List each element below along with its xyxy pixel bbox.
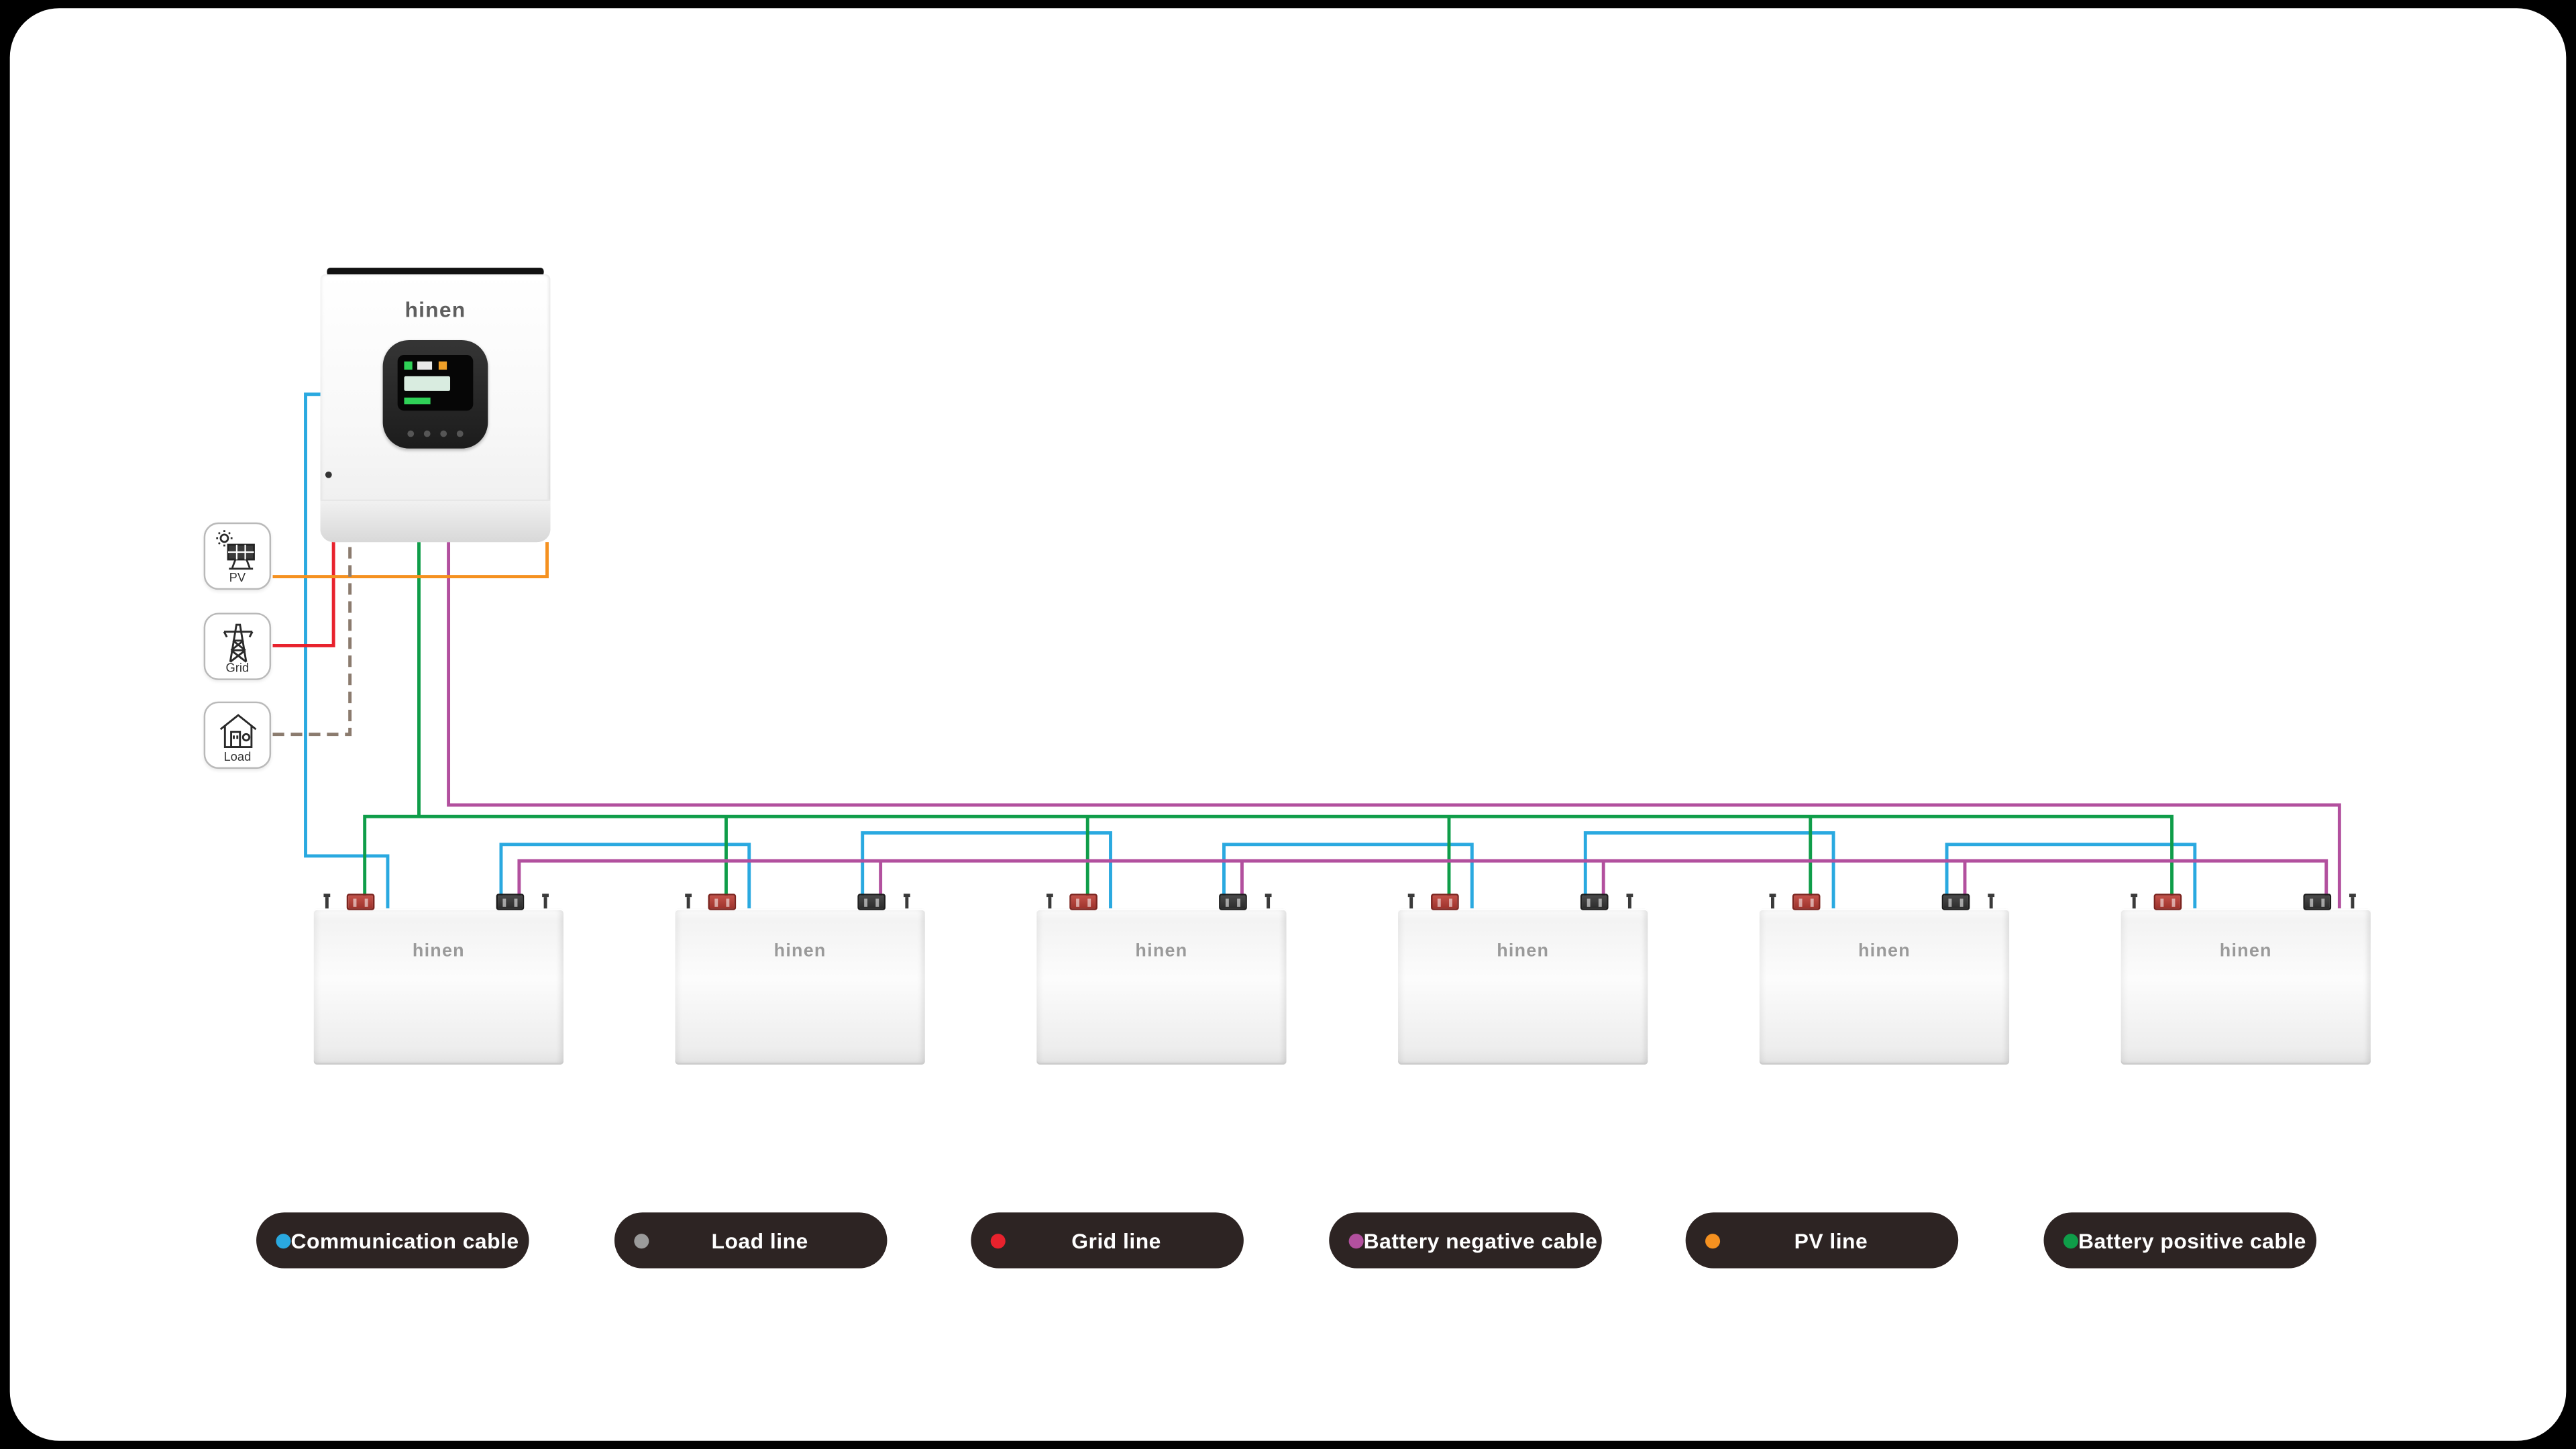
- inverter-power-dot: [325, 471, 332, 478]
- battery-negative-terminal: [1941, 894, 1970, 910]
- communication-cables: [304, 392, 2197, 909]
- battery-brand-logo: hinen: [1858, 941, 1911, 961]
- battery-positive-terminal: [1431, 894, 1459, 910]
- battery-pin: [1265, 894, 1272, 909]
- battery-unit: hinen: [675, 894, 925, 1065]
- communication-cable-path: [499, 843, 751, 909]
- solar-panel-icon: [215, 530, 254, 570]
- battery-unit: hinen: [2121, 894, 2371, 1065]
- battery-pin: [1988, 894, 1995, 909]
- battery-pin: [1626, 894, 1633, 909]
- load-line-path: [272, 542, 352, 737]
- legend-dot: [1348, 1232, 1364, 1248]
- screen-status-block-orange: [438, 361, 447, 370]
- communication-cable-path: [1945, 843, 2197, 909]
- legend-dot: [276, 1232, 291, 1248]
- inverter-unit: hinen: [320, 268, 551, 543]
- battery-pin: [2131, 894, 2138, 909]
- pv-line-path: [272, 542, 549, 579]
- battery-brand-logo: hinen: [1497, 941, 1550, 961]
- battery-positive-terminal: [346, 894, 375, 910]
- screen-progress-bar: [404, 397, 431, 405]
- battery-brand-logo: hinen: [1135, 941, 1188, 961]
- communication-cable-path: [861, 831, 1112, 909]
- pv-source-box: PV: [203, 522, 272, 590]
- legend-item-load: Load line: [614, 1212, 888, 1269]
- communication-cable-path: [1222, 843, 1474, 909]
- grid-source-box: Grid: [203, 612, 272, 680]
- communication-cable-path: [1583, 831, 1835, 909]
- battery-negative-terminal: [2303, 894, 2332, 910]
- inverter-display: [382, 339, 488, 449]
- battery-unit: hinen: [1398, 894, 1648, 1065]
- legend-dot: [1705, 1232, 1721, 1248]
- legend-item-pv: PV line: [1685, 1212, 1959, 1269]
- legend-label: PV line: [1794, 1228, 1868, 1253]
- battery-positive-terminal: [708, 894, 737, 910]
- screen-status-block-green: [404, 361, 413, 370]
- legend-item-battery-negative: Battery negative cable: [1329, 1212, 1602, 1269]
- battery-brand-logo: hinen: [412, 941, 465, 961]
- battery-negative-terminal: [496, 894, 525, 910]
- battery-negative-cables: [447, 542, 2341, 909]
- inverter-screen: [397, 354, 474, 411]
- legend-label: Battery positive cable: [2078, 1228, 2306, 1253]
- inverter-buttons: [383, 430, 488, 437]
- screen-readout: [404, 376, 451, 391]
- battery-positive-terminal: [2153, 894, 2182, 910]
- source-label: Grid: [225, 660, 250, 676]
- battery-pin: [685, 894, 692, 909]
- battery-pin: [2349, 894, 2356, 909]
- battery-negative-terminal: [1219, 894, 1247, 910]
- inverter-body: hinen: [320, 274, 551, 543]
- inverter-top-bar: [327, 268, 544, 276]
- legend-label: Load line: [711, 1228, 808, 1253]
- battery-positive-terminal: [1792, 894, 1821, 910]
- legend-label: Communication cable: [290, 1228, 519, 1253]
- battery-pin: [323, 894, 331, 909]
- battery-pin: [1769, 894, 1776, 909]
- battery-positive-cables: [363, 542, 2174, 909]
- battery-negative-terminal: [1580, 894, 1609, 910]
- screen-status-block-white: [417, 361, 433, 370]
- source-label: Load: [223, 749, 252, 764]
- battery-positive-terminal: [1069, 894, 1097, 910]
- battery-brand-logo: hinen: [2219, 941, 2272, 961]
- battery-pin: [542, 894, 549, 909]
- legend-dot: [2063, 1232, 2078, 1248]
- inverter-brand-logo: hinen: [405, 297, 466, 323]
- legend-dot: [990, 1232, 1006, 1248]
- communication-cable-path: [304, 392, 390, 909]
- legend-item-battery-positive: Battery positive cable: [2043, 1212, 2317, 1269]
- battery-pin: [903, 894, 910, 909]
- legend-label: Grid line: [1071, 1228, 1161, 1253]
- battery-brand-logo: hinen: [773, 941, 826, 961]
- grid-line-path: [272, 542, 335, 647]
- legend-dot: [634, 1232, 649, 1248]
- legend-label: Battery negative cable: [1363, 1228, 1598, 1253]
- load-source-box: Load: [203, 701, 272, 769]
- battery-unit: hinen: [313, 894, 564, 1065]
- house-load-icon: [219, 714, 256, 748]
- battery-negative-cable-path: [447, 542, 2341, 909]
- legend-item-grid: Grid line: [971, 1212, 1244, 1269]
- power-grid-tower-icon: [222, 623, 253, 663]
- inverter-bottom-panel: [320, 499, 551, 543]
- diagram-card: [9, 8, 2567, 1441]
- battery-negative-cable-path: [517, 859, 2328, 909]
- battery-pin: [1407, 894, 1415, 909]
- battery-unit: hinen: [1759, 894, 2010, 1065]
- legend-item-communication: Communication cable: [256, 1212, 529, 1269]
- battery-pin: [1046, 894, 1053, 909]
- battery-negative-terminal: [857, 894, 886, 910]
- battery-unit: hinen: [1036, 894, 1287, 1065]
- source-label: PV: [229, 570, 246, 585]
